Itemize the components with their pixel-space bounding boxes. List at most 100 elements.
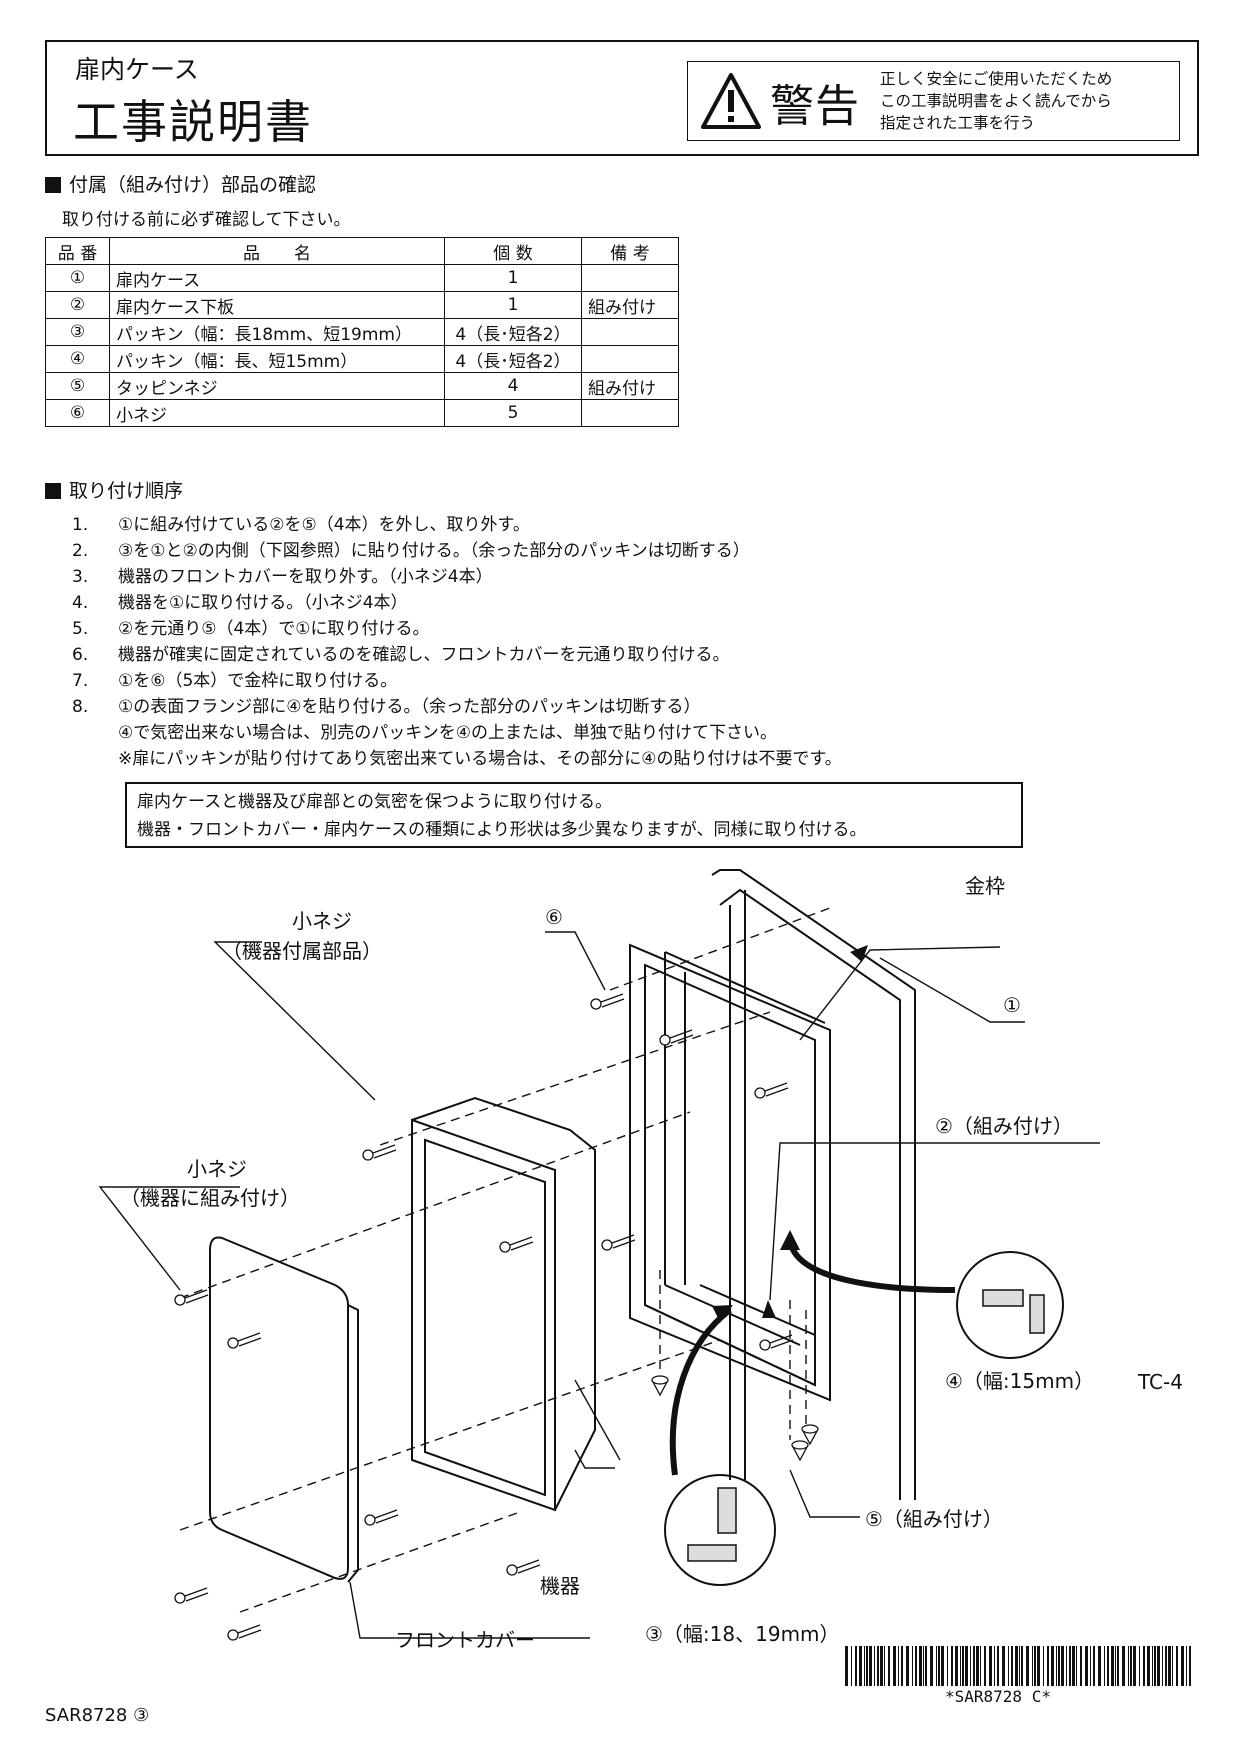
step-number: 7. <box>72 671 89 691</box>
barcode-bar <box>1051 1646 1054 1686</box>
barcode-bar <box>930 1646 933 1686</box>
barcode-bar <box>1026 1646 1029 1686</box>
barcode-bar <box>994 1646 995 1686</box>
tapping-screws <box>651 1375 819 1462</box>
screw-icon <box>174 1289 209 1306</box>
screw-icon <box>227 1624 262 1641</box>
barcode-bar <box>960 1646 961 1686</box>
barcode-bar <box>1015 1646 1018 1686</box>
barcode-bar <box>1072 1646 1075 1686</box>
barcode-bar <box>1117 1646 1119 1686</box>
barcode-bar <box>980 1646 981 1686</box>
barcode-bar <box>1069 1646 1071 1686</box>
screw-icon <box>362 1144 397 1161</box>
header-cell: 備 考 <box>581 237 679 265</box>
warning-word: 警告 <box>770 81 860 132</box>
barcode-bar <box>1143 1646 1145 1686</box>
procedure-heading-text: 取り付け順序 <box>69 480 184 502</box>
screw-icon <box>590 993 625 1010</box>
barcode-bar <box>925 1646 927 1686</box>
step-number: 3. <box>72 567 89 587</box>
step-number: 8. <box>72 697 89 717</box>
barcode-bar <box>1181 1646 1184 1686</box>
label-screw-assembled-sub: （機器に組み付け） <box>120 1186 300 1210</box>
step-text: 機器を①に取り付ける。（小ネジ4本） <box>118 593 408 613</box>
barcode-bar <box>1047 1646 1049 1686</box>
step-text: ④で気密出来ない場合は、別売のパッキンを④の上または、単独で貼り付けて下さい。 <box>118 723 777 743</box>
label-kiki: 機器 <box>540 1574 580 1598</box>
barcode-bar <box>1104 1646 1105 1686</box>
barcode-bar <box>1019 1646 1020 1686</box>
header-cell: 品 番 <box>45 237 110 265</box>
parts-heading-text: 付属（組み付け）部品の確認 <box>69 174 317 196</box>
note-line: 機器・フロントカバー・扉内ケースの種類により形状は多少異なりますが、同様に取り付… <box>137 820 867 840</box>
barcode-bar <box>864 1646 865 1686</box>
barcode-bar <box>898 1646 899 1686</box>
barcode-bar <box>1115 1646 1116 1686</box>
label-kanawaku: 金枠 <box>965 874 1005 898</box>
barcode-bar <box>984 1646 986 1686</box>
step-number: 6. <box>72 645 89 665</box>
barcode-bar <box>1080 1646 1082 1686</box>
barcode-bar <box>845 1646 848 1686</box>
barcode-bar <box>970 1646 971 1686</box>
table-row: ④ パッキン（幅：長、短15mm） 4（長･短各2） <box>45 345 679 373</box>
label-part1: ① <box>1003 993 1021 1017</box>
barcode-image <box>845 1646 1191 1686</box>
label-screw-assembled: 小ネジ <box>187 1157 247 1181</box>
step-number: 1. <box>72 515 89 535</box>
barcode-bar <box>884 1646 885 1686</box>
screw-icon <box>506 1559 541 1576</box>
barcode-bar <box>936 1646 937 1686</box>
barcode-bar <box>877 1646 879 1686</box>
note-line: 扉内ケースと機器及び扉部との気密を保つように取り付ける。 <box>137 792 612 812</box>
barcode-bar <box>919 1646 922 1686</box>
step-text: ①の表面フランジ部に④を貼り付ける。（余った部分のパッキンは切断する） <box>118 697 701 717</box>
step-text: 機器のフロントカバーを取り外す。（小ネジ4本） <box>118 567 493 587</box>
warning-line: 指定された工事を行う <box>880 114 1036 132</box>
barcode-bar <box>1168 1646 1171 1686</box>
label-screw-accessory-sub: （機器付属部品） <box>222 939 382 963</box>
square-bullet-icon <box>45 177 61 193</box>
barcode-bar <box>1157 1646 1160 1686</box>
barcode-bar <box>901 1646 903 1686</box>
barcode-bar <box>1176 1646 1178 1686</box>
screw-icon <box>364 1509 399 1526</box>
tapping-screw-icon <box>791 1440 809 1462</box>
screw-icon <box>659 1029 694 1046</box>
warning-box: 警告 正しく安全にご使用いただくため この工事説明書をよく読んでから 指定された… <box>687 61 1180 141</box>
device-body <box>411 1096 596 1512</box>
barcode-bar <box>915 1646 917 1686</box>
barcode-bar <box>1154 1646 1156 1686</box>
part-remark: 組み付け <box>581 291 679 319</box>
screws <box>174 993 794 1641</box>
warning-line: 正しく安全にご使用いただくため <box>880 70 1113 88</box>
parts-heading: 付属（組み付け）部品の確認 <box>45 170 316 197</box>
barcode-bar <box>941 1646 944 1686</box>
arrow-heads <box>712 945 868 1322</box>
barcode-bar <box>1128 1646 1129 1686</box>
barcode-bar <box>1093 1646 1095 1686</box>
barcode-bar <box>976 1646 979 1686</box>
barcode-bar <box>951 1646 953 1686</box>
part-name: パッキン（幅：長、短15mm） <box>109 345 445 373</box>
label-part5: ⑤（組み付け） <box>865 1507 1003 1531</box>
part-number: ④ <box>45 345 110 373</box>
step-text: ②を元通り⑤（4本）で①に取り付ける。 <box>118 619 430 639</box>
alignment-lines <box>179 907 831 1613</box>
barcode-bar <box>1162 1646 1163 1686</box>
part-name: 扉内ケース <box>109 264 445 292</box>
barcode-bar <box>855 1646 857 1686</box>
barcode-bar <box>938 1646 940 1686</box>
barcode-bar <box>859 1646 862 1686</box>
document-code: SAR8728 ③ <box>45 1705 150 1726</box>
procedure-heading: 取り付け順序 <box>45 476 183 503</box>
barcode-bar <box>906 1646 909 1686</box>
barcode-bar <box>1107 1646 1109 1686</box>
step-text: 機器が確実に固定されているのを確認し、フロントカバーを元通り取り付ける。 <box>118 645 730 665</box>
step-number: 2. <box>72 541 89 561</box>
part-remark <box>581 345 679 373</box>
barcode-bar <box>923 1646 924 1686</box>
barcode-bar <box>869 1646 872 1686</box>
document-title: 工事説明書 <box>73 95 313 149</box>
